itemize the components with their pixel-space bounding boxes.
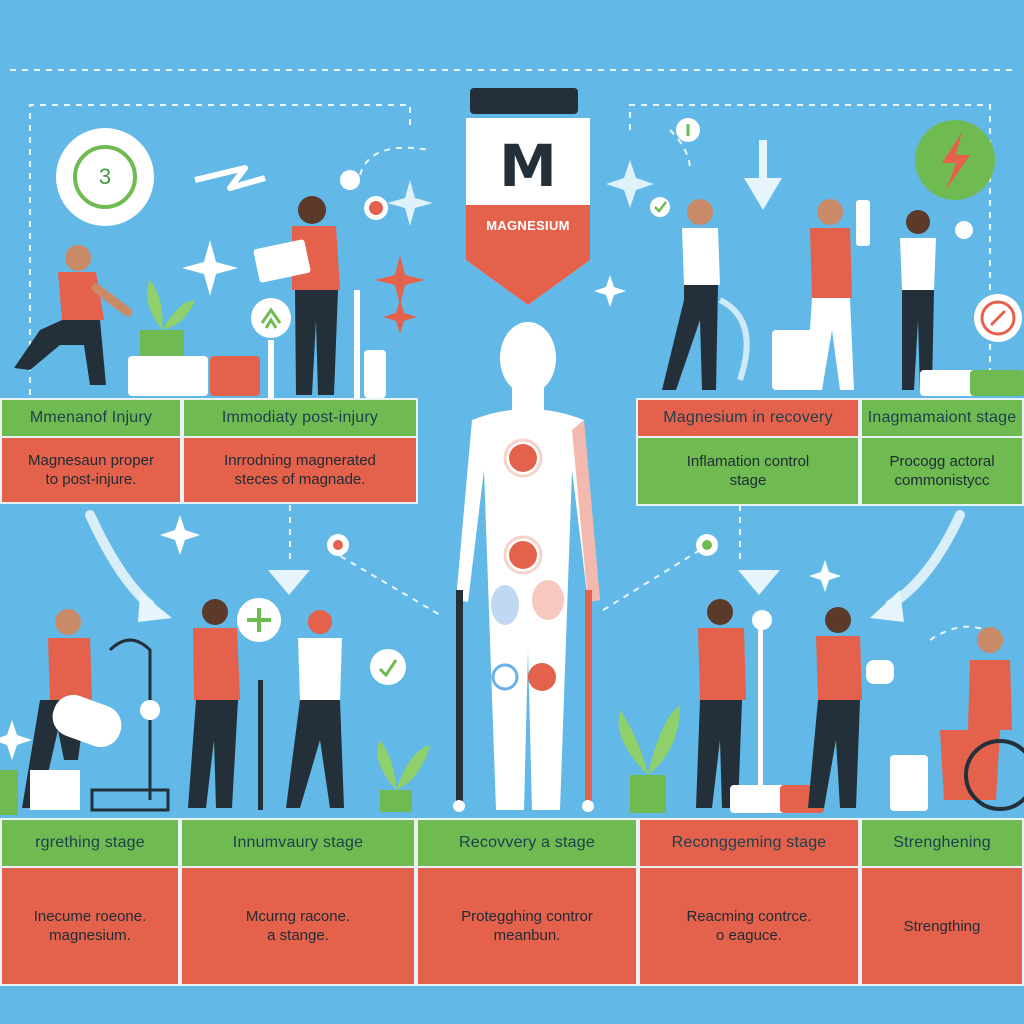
dashed-connectors [10,69,1014,641]
card-body: Inecume roeone. magnesium. [0,868,180,986]
magnesium-jar-icon [466,88,590,305]
top-card-recovery: Magnesium in recovery Inflamation contro… [636,398,860,506]
step-number-badge: 3 [56,128,154,226]
card-title: Magnesium in recovery [636,398,860,438]
card-title: rgrething stage [0,818,180,868]
card-title: Strenghening [860,818,1024,868]
arrow-badge-icon [340,170,360,190]
card-body: Strengthing [860,868,1024,986]
card-title: Recovvery a stage [416,818,638,868]
jar-letter: M [499,132,557,200]
wheelchair-wheel-icon [964,739,1024,811]
bottom-card-reconditioning: Reconggeming stage Reacming contrce. o e… [638,818,860,986]
card-body: Inflamation control stage [636,438,860,506]
sparkle-icons [0,160,841,760]
check-bubble-icon [370,649,406,685]
jar-label: MAGNESIUM [486,218,570,233]
card-title: Reconggeming stage [638,818,860,868]
card-body: Reacming contrce. o eaguce. [638,868,860,986]
bottom-card-immunity: Innumvaury stage Mcurng racone. a stange… [180,818,416,986]
bottom-card-recovery: Recovvery a stage Protegghing contror me… [416,818,638,986]
bottom-card-strengthening-2: Strenghening Strengthing [860,818,1024,986]
card-body: Magnesaun proper to post-injure. [0,438,182,504]
person-figures [0,196,1024,815]
top-card-injury: Mmenanof Injury Magnesaun proper to post… [0,398,182,504]
human-body-figure [453,322,600,812]
arrow-heads [138,140,904,622]
card-body: Protegghing contror meanbun. [416,868,638,986]
bottom-card-strengthening-1: rgrething stage Inecume roeone. magnesiu… [0,818,180,986]
step-number: 3 [73,145,137,209]
card-title: Immodiaty post-injury [182,398,418,438]
red-sparkle-icons [375,255,425,334]
card-title: Innumvaury stage [180,818,416,868]
flower-icon [140,700,160,720]
card-title: Mmenanof Injury [0,398,182,438]
card-body: Mcurng racone. a stange. [180,868,416,986]
card-body: Procogg actoral commonistycc [860,438,1024,506]
card-body: Inrrodning magnerated steces of magnade. [182,438,418,504]
lightning-icon [194,165,266,191]
card-title: Inagmamaiont stage [860,398,1024,438]
top-card-immediate: Immodiaty post-injury Inrrodning magnera… [182,398,418,504]
top-card-inflammation: Inagmamaiont stage Procogg actoral commo… [860,398,1024,506]
check-badge-icon-2 [650,197,670,217]
